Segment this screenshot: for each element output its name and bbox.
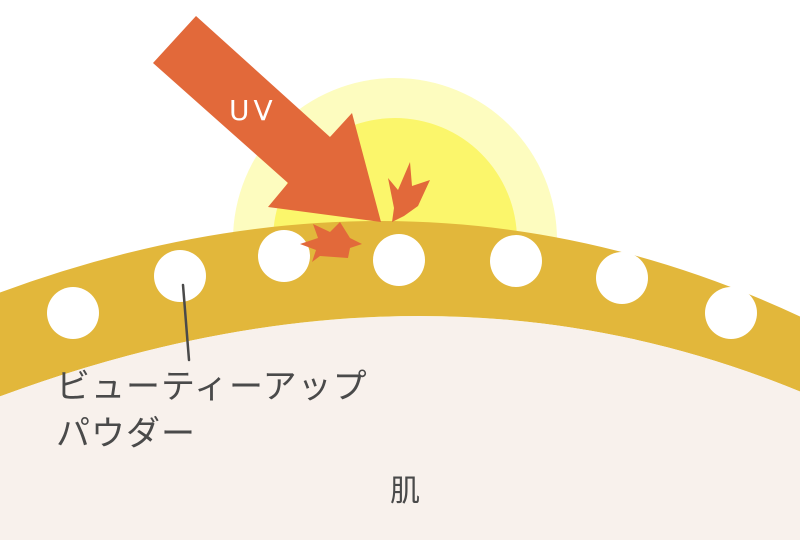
- powder-particle: [490, 235, 542, 287]
- powder-particle: [705, 287, 757, 339]
- uv-label: UV: [229, 94, 277, 127]
- uv-arrow-icon: [153, 16, 381, 222]
- skin-area: [0, 316, 800, 540]
- powder-particle: [596, 252, 648, 304]
- reflection-spark-icon: [300, 222, 362, 262]
- powder-label-line1: ビューティーアップ: [56, 367, 368, 407]
- powder-particle: [47, 287, 99, 339]
- powder-particle: [258, 230, 310, 282]
- leader-line: [181, 283, 191, 362]
- powder-particle: [154, 250, 206, 302]
- powder-label-line2: パウダー: [56, 414, 196, 454]
- powder-particle: [373, 234, 425, 286]
- powder-label: ビューティーアップ パウダー: [56, 364, 368, 458]
- reflection-spark-icon: [388, 162, 430, 222]
- powder-particles: [47, 230, 757, 339]
- skin-label: 肌: [390, 474, 420, 509]
